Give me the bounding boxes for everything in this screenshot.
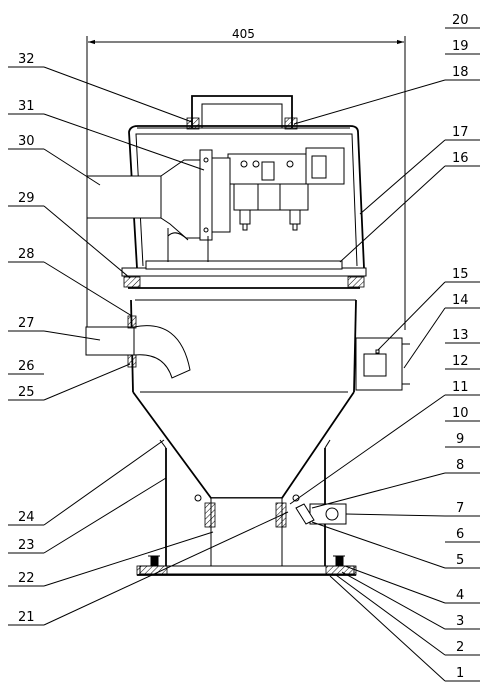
callout-3: 3 xyxy=(456,614,464,629)
callout-22: 22 xyxy=(18,571,35,586)
callout-24: 24 xyxy=(18,510,35,525)
callout-16: 16 xyxy=(452,151,469,166)
callout-29: 29 xyxy=(18,191,35,206)
callout-12: 12 xyxy=(452,354,469,369)
callout-6: 6 xyxy=(456,527,464,542)
callout-9: 9 xyxy=(456,432,464,447)
callout-10: 10 xyxy=(452,406,469,421)
callout-25: 25 xyxy=(18,385,35,400)
callout-14: 14 xyxy=(452,293,469,308)
callout-31: 31 xyxy=(18,99,35,114)
right-callouts: 20 19 18 17 16 15 14 13 12 11 10 9 8 7 xyxy=(289,13,480,682)
dimension-value: 405 xyxy=(232,27,255,41)
callout-32: 32 xyxy=(18,52,35,67)
callout-30: 30 xyxy=(18,134,35,149)
callout-8: 8 xyxy=(456,458,464,473)
callout-1: 1 xyxy=(456,666,464,681)
callout-26: 26 xyxy=(18,359,35,374)
left-callouts: 32 31 30 29 28 27 26 25 24 23 22 21 xyxy=(8,52,289,626)
callout-20: 20 xyxy=(452,13,469,28)
callout-21: 21 xyxy=(18,610,35,625)
callout-5: 5 xyxy=(456,553,464,568)
vacuum-hopper-loader xyxy=(85,95,410,576)
callout-4: 4 xyxy=(456,588,464,603)
callout-13: 13 xyxy=(452,328,469,343)
callout-2: 2 xyxy=(456,640,464,655)
callout-18: 18 xyxy=(452,65,469,80)
callout-19: 19 xyxy=(452,39,469,54)
callout-15: 15 xyxy=(452,267,469,282)
callout-17: 17 xyxy=(452,125,469,140)
callout-28: 28 xyxy=(18,247,35,262)
callout-23: 23 xyxy=(18,538,35,553)
callout-27: 27 xyxy=(18,316,35,331)
callout-11: 11 xyxy=(452,380,469,395)
callout-7: 7 xyxy=(456,501,464,516)
